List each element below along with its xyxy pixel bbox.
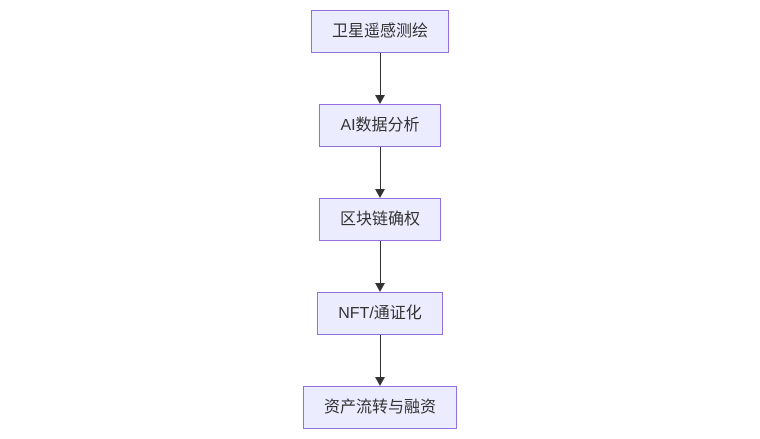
arrowhead-down-icon bbox=[375, 95, 385, 104]
node-label: 资产流转与融资 bbox=[323, 399, 436, 416]
flow-arrow bbox=[375, 335, 385, 386]
node-label: 卫星遥感测绘 bbox=[331, 23, 428, 40]
flow-arrow bbox=[375, 241, 385, 292]
node-label: AI数据分析 bbox=[340, 117, 420, 134]
flowchart-node-satellite-remote-sensing: 卫星遥感测绘 bbox=[310, 10, 449, 53]
arrow-line bbox=[379, 147, 381, 189]
flowchart-node-ai-data-analysis: AI数据分析 bbox=[319, 104, 441, 147]
flowchart-node-nft-tokenization: NFT/通证化 bbox=[317, 292, 443, 335]
arrowhead-down-icon bbox=[375, 189, 385, 198]
arrow-line bbox=[379, 53, 381, 95]
flowchart-node-blockchain-rights-confirmation: 区块链确权 bbox=[318, 198, 441, 241]
flowchart: 卫星遥感测绘 AI数据分析 区块链确权 NFT/通证化 资产流转 bbox=[0, 10, 760, 429]
node-label: 区块链确权 bbox=[339, 211, 420, 228]
flowchart-node-asset-circulation-financing: 资产流转与融资 bbox=[302, 386, 457, 429]
arrow-line bbox=[379, 241, 381, 283]
flow-arrow bbox=[375, 147, 385, 198]
arrowhead-down-icon bbox=[375, 377, 385, 386]
arrow-line bbox=[379, 335, 381, 377]
flow-arrow bbox=[375, 53, 385, 104]
node-label: NFT/通证化 bbox=[338, 305, 422, 322]
arrowhead-down-icon bbox=[375, 283, 385, 292]
